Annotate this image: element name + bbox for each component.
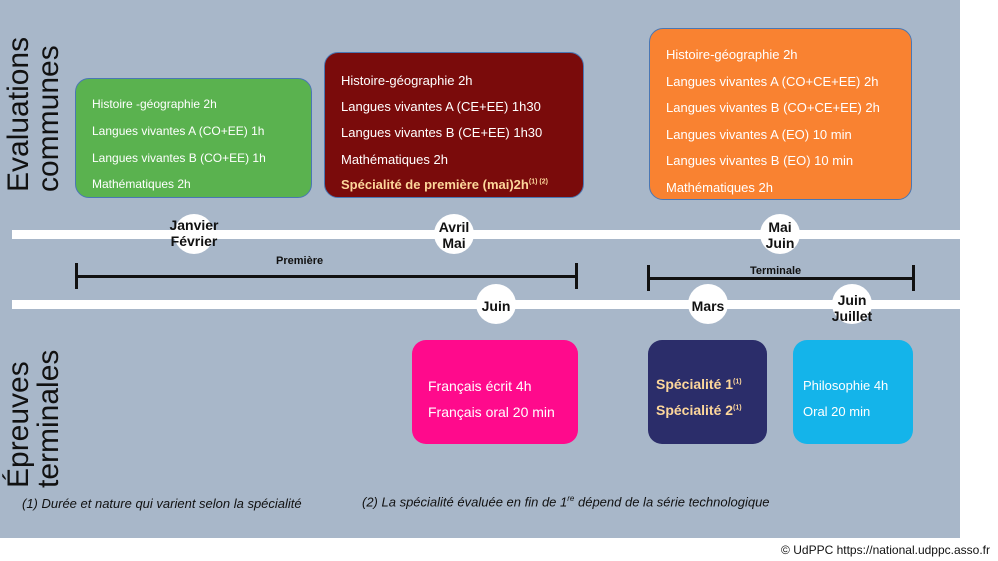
box-line: Langues vivantes B (CE+EE) 1h30: [341, 125, 543, 140]
bracket-terminale-line: [647, 277, 915, 280]
box-line: Mathématiques 2h: [341, 152, 448, 167]
date-marker-mai: [760, 214, 800, 254]
box-line: Spécialité 1(1): [656, 376, 742, 392]
box-line: Oral 20 min: [803, 404, 871, 419]
date-marker-avril: [434, 214, 474, 254]
box-highlight: Spécialité de première (mai)2h(1) (2): [341, 177, 548, 192]
bracket-terminale-label: Terminale: [750, 265, 802, 277]
box-line: Français écrit 4h: [428, 378, 532, 394]
copyright-credit: © UdPPC https://national.udppc.asso.fr: [781, 543, 990, 557]
box-line: Histoire-géographie 2h: [666, 47, 798, 62]
box-line: Langues vivantes B (EO) 10 min: [666, 153, 854, 168]
date-label-juin: Juin: [481, 298, 511, 314]
date-marker-mars: [688, 284, 728, 324]
box-juin-juillet-philo: Philosophie 4h Oral 20 min: [793, 340, 913, 444]
side-label-epreuves: Épreuves terminales: [2, 349, 65, 488]
footnote-1: (1) Durée et nature qui varient selon la…: [22, 496, 302, 511]
box-line: Langues vivantes B (CO+CE+EE) 2h: [666, 100, 880, 115]
box-line: Histoire -géographie 2h: [92, 97, 217, 111]
box-line: Langues vivantes A (EO) 10 min: [666, 127, 852, 142]
box-avril-mai: Histoire-géographie 2h Langues vivantes …: [324, 52, 584, 198]
box-line: Langues vivantes B (CO+EE) 1h: [92, 151, 266, 165]
side-label-evaluations: Evaluations communes: [2, 36, 65, 192]
bracket-terminale-end: [912, 265, 915, 291]
bracket-premiere-label: Première: [276, 255, 324, 267]
date-marker-juin-juillet: [832, 284, 872, 324]
date-label-mars: Mars: [691, 298, 725, 314]
box-line: Spécialité 2(1): [656, 402, 742, 418]
date-marker-juin: [476, 284, 516, 324]
bracket-premiere-end: [575, 263, 578, 289]
box-line: Histoire-géographie 2h: [341, 73, 473, 88]
box-mars-specialites: Spécialité 1(1) Spécialité 2(1): [648, 340, 767, 444]
bracket-premiere-line: [75, 275, 578, 278]
box-line: Langues vivantes A (CO+EE) 1h: [92, 124, 265, 138]
box-juin-francais: Français écrit 4h Français oral 20 min: [412, 340, 578, 444]
box-janvier-fevrier: Histoire -géographie 2h Langues vivantes…: [75, 78, 312, 198]
box-mai-juin: Histoire-géographie 2h Langues vivantes …: [649, 28, 912, 200]
box-line: Mathématiques 2h: [666, 180, 773, 195]
date-marker-janvier: [174, 214, 214, 254]
box-line: Philosophie 4h: [803, 378, 889, 393]
box-line: Français oral 20 min: [428, 404, 555, 420]
box-line: Langues vivantes A (CE+EE) 1h30: [341, 99, 541, 114]
footnote-2: (2) La spécialité évaluée en fin de 1re …: [362, 494, 770, 510]
box-line: Mathématiques 2h: [92, 177, 191, 191]
timeline-top: [12, 230, 960, 239]
box-line: Langues vivantes A (CO+CE+EE) 2h: [666, 74, 879, 89]
